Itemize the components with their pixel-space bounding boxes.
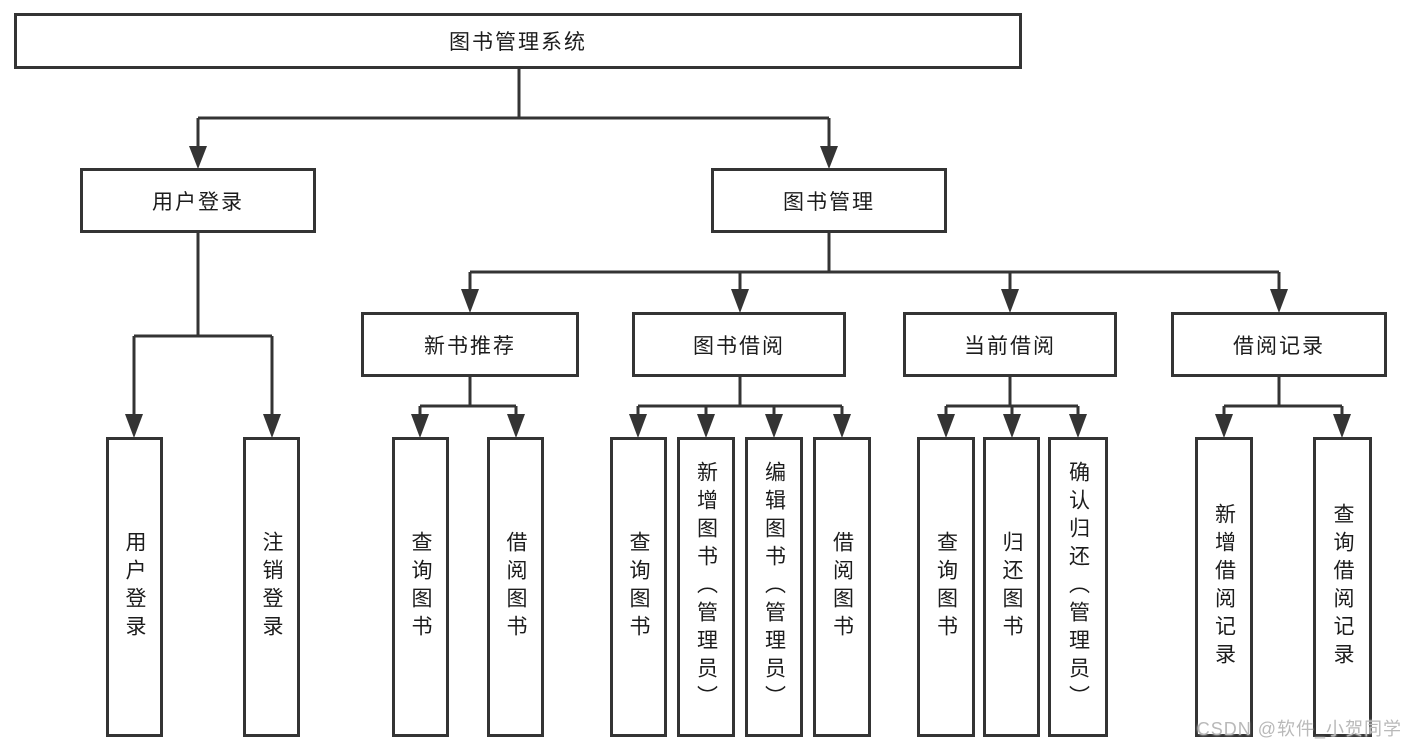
node-current-borrow: 当前借阅: [903, 312, 1117, 377]
leaf-bb-edit-book: 编辑图书（管理员）: [745, 437, 803, 737]
arrowhead: [1215, 414, 1233, 438]
leaf-cb-return-book: 归还图书: [983, 437, 1040, 737]
leaf-logout-label: 注销登录: [260, 531, 283, 643]
leaf-nbr-borrow-book-label: 借阅图书: [504, 531, 527, 643]
arrowhead: [731, 289, 749, 313]
leaf-cb-confirm-return-label: 确认归还（管理员）: [1066, 461, 1090, 713]
node-new-book-recommend: 新书推荐: [361, 312, 579, 377]
arrowhead: [937, 414, 955, 438]
leaf-nbr-query-book: 查询图书: [392, 437, 449, 737]
leaf-user-login-label: 用户登录: [123, 531, 146, 643]
leaf-bb-add-book-label: 新增图书（管理员）: [694, 461, 718, 713]
node-user-login: 用户登录: [80, 168, 316, 233]
leaf-br-add-record-label: 新增借阅记录: [1212, 503, 1236, 671]
leaf-br-query-record: 查询借阅记录: [1313, 437, 1372, 737]
leaf-cb-return-book-label: 归还图书: [1000, 531, 1023, 643]
leaf-bb-add-book: 新增图书（管理员）: [677, 437, 735, 737]
arrowhead: [1069, 414, 1087, 438]
leaf-user-login: 用户登录: [106, 437, 163, 737]
leaf-bb-borrow-book: 借阅图书: [813, 437, 871, 737]
node-current-borrow-label: 当前借阅: [964, 334, 1056, 358]
csdn-watermark: CSDN @软件_小贺同学: [1196, 719, 1402, 739]
leaf-cb-query-book: 查询图书: [917, 437, 975, 737]
node-library-system: 图书管理系统: [14, 13, 1022, 69]
arrowhead: [765, 414, 783, 438]
arrowhead: [697, 414, 715, 438]
arrowhead: [1270, 289, 1288, 313]
arrowhead: [125, 414, 143, 438]
leaf-bb-borrow-book-label: 借阅图书: [830, 531, 854, 643]
node-borrow-records-label: 借阅记录: [1233, 334, 1325, 358]
node-book-management-label: 图书管理: [783, 190, 875, 214]
leaf-br-query-record-label: 查询借阅记录: [1331, 503, 1354, 671]
leaf-nbr-borrow-book: 借阅图书: [487, 437, 544, 737]
arrowhead: [189, 146, 207, 169]
arrowhead: [507, 414, 525, 438]
node-library-system-label: 图书管理系统: [449, 31, 587, 54]
arrowhead: [263, 414, 281, 438]
arrowhead: [411, 414, 429, 438]
leaf-bb-query-book-label: 查询图书: [627, 531, 650, 643]
node-book-borrow-label: 图书借阅: [693, 334, 785, 358]
arrowhead: [1003, 414, 1021, 438]
leaf-br-add-record: 新增借阅记录: [1195, 437, 1253, 737]
arrowhead: [820, 146, 838, 169]
leaf-logout: 注销登录: [243, 437, 300, 737]
node-user-login-label: 用户登录: [152, 190, 244, 214]
node-borrow-records: 借阅记录: [1171, 312, 1387, 377]
arrowhead: [833, 414, 851, 438]
leaf-bb-edit-book-label: 编辑图书（管理员）: [762, 461, 786, 713]
arrowhead: [461, 289, 479, 313]
leaf-nbr-query-book-label: 查询图书: [409, 531, 432, 643]
leaf-cb-query-book-label: 查询图书: [934, 531, 958, 643]
arrowhead: [1333, 414, 1351, 438]
leaf-bb-query-book: 查询图书: [610, 437, 667, 737]
arrowhead: [1001, 289, 1019, 313]
node-book-borrow: 图书借阅: [632, 312, 846, 377]
leaf-cb-confirm-return: 确认归还（管理员）: [1048, 437, 1108, 737]
node-new-book-recommend-label: 新书推荐: [424, 334, 516, 358]
node-book-management: 图书管理: [711, 168, 947, 233]
arrowhead: [629, 414, 647, 438]
